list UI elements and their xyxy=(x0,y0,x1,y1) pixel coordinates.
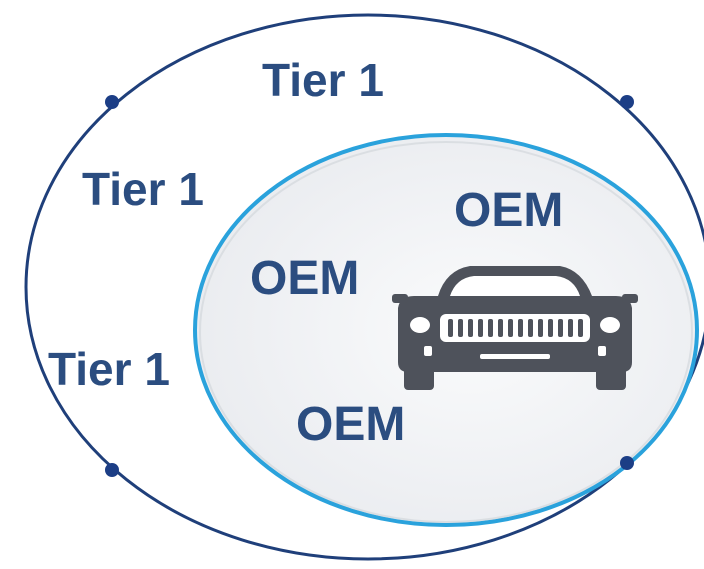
outer-ring-node-top-right xyxy=(620,95,634,109)
oem-label-left: OEM xyxy=(250,252,359,305)
tier1-label-left: Tier 1 xyxy=(82,163,204,215)
outer-tier1-ring xyxy=(24,13,704,561)
outer-ring-node-bottom-left xyxy=(105,463,119,477)
outer-ring-node-bottom-right xyxy=(620,456,634,470)
oem-label-top-right: OEM xyxy=(454,184,563,237)
tier1-label-bottom-left: Tier 1 xyxy=(48,343,170,395)
outer-ring-node-top-left xyxy=(105,95,119,109)
inner-oem-ring-shadow xyxy=(199,141,693,523)
car-front-icon xyxy=(392,266,638,390)
tier1-label-top: Tier 1 xyxy=(262,54,384,106)
oem-label-bottom: OEM xyxy=(296,398,405,451)
